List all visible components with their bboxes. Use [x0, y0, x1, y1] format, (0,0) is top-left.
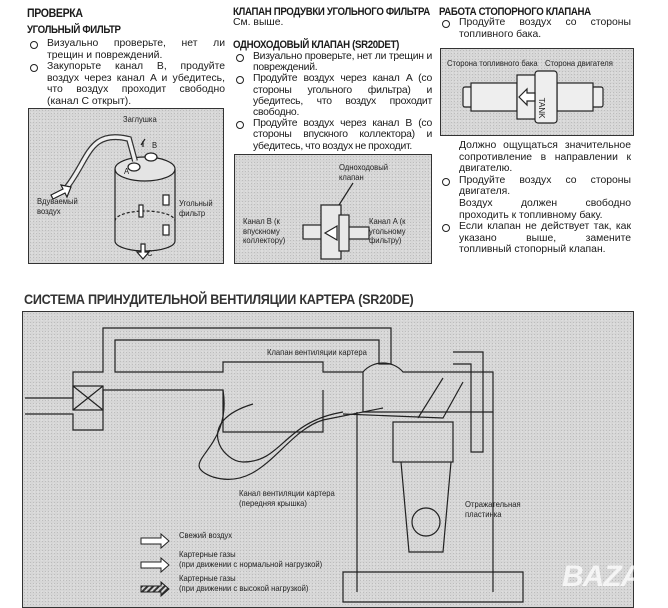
label-b: B [152, 140, 158, 150]
legend-blowby-normal-arrow [140, 556, 170, 574]
label-pcv-valve: Клапан вентиляции картера [267, 347, 367, 357]
section-title-pcv: СИСТЕМА ПРИНУДИТЕЛЬНОЙ ВЕНТИЛЯЦИИ КАРТЕР… [24, 291, 414, 307]
heading-purge-valve: КЛАПАН ПРОДУВКИ УГОЛЬНОГО ФИЛЬТРА [233, 6, 430, 18]
bullet-item: Продуйте воздух через канал B (со сторон… [233, 118, 432, 152]
legend-fresh-air: Свежий воздух [179, 530, 233, 540]
label-vent-channel: Канал вентиляции картера [239, 488, 335, 498]
label-channel-a: Канал A (к угольному фильтру) [369, 216, 406, 245]
bullet-item: Продуйте воздух через канал A (со сторон… [233, 73, 432, 118]
col1-bullets: Визуально проверьте, нет ли трещин и пов… [27, 38, 225, 108]
col3-notes: Должно ощущаться значительное сопротивле… [439, 140, 631, 256]
watermark-logo: BAZAR [562, 560, 663, 593]
col2-bullets: Визуально проверьте, нет ли трещин и пов… [233, 51, 432, 152]
note-free-flow: Воздух должен свободно проходить к топли… [459, 197, 631, 221]
label-baffle: Отражательная пластинка [465, 499, 521, 519]
legend-blowby-high: Картерные газы [179, 573, 236, 583]
label-a: A [124, 166, 130, 176]
label-blown-air: Вдуваемый воздух [37, 196, 78, 216]
check-valve-drawing [462, 70, 604, 124]
note-resistance: Должно ощущаться значительное сопротивле… [459, 140, 631, 175]
label-plug: Заглушка [123, 114, 157, 124]
bullet-item: Продуйте воздух со стороны двигателя. [439, 175, 631, 198]
bullet-item: Если клапан не действует так, как указан… [439, 221, 631, 256]
legend-blowby-high-arrow [140, 580, 170, 598]
heading-carbon-filter: УГОЛЬНЫЙ ФИЛЬТР [27, 24, 121, 36]
bullet-item: Закупорьте канал B, продуйте воздух чере… [27, 61, 225, 107]
label-channel-b: Канал B (к впускному коллектору) [243, 216, 286, 245]
col3-bullet-1-wrap: Продуйте воздух со стороны топливного ба… [439, 17, 631, 40]
bullet-item: Продуйте воздух со стороны топливного ба… [439, 17, 631, 40]
check-valve-figure: Сторона топливного бака Сторона двигател… [440, 48, 634, 136]
heading-one-way-valve: ОДНОХОДОВЫЙ КЛАПАН (SR20DET) [233, 39, 399, 51]
label-vent-channel-sub: (передняя крышка) [239, 498, 307, 508]
legend-blowby-normal: Картерные газы [179, 549, 236, 559]
label-one-way-valve: Одноходовый клапан [339, 162, 389, 182]
heading-check-valve: РАБОТА СТОПОРНОГО КЛАПАНА [439, 6, 591, 18]
legend-blowby-normal-sub: (при движении с нормальной нагрузкой) [179, 559, 323, 569]
section-title-check: ПРОВЕРКА [27, 6, 83, 20]
label-c: C [147, 248, 153, 258]
bullet-item: Визуально проверьте, нет ли трещин и пов… [27, 38, 225, 61]
pcv-diagram: Клапан вентиляции картера Канал вентиляц… [22, 311, 634, 608]
carbon-filter-figure: Заглушка B A C Вдуваемый воздух Угольный… [28, 108, 224, 264]
label-tank: TANK [536, 97, 546, 119]
one-way-valve-figure: Одноходовый клапан Канал B (к впускному … [234, 154, 432, 264]
legend-fresh-air-arrow [140, 532, 170, 550]
bullet-item: Визуально проверьте, нет ли трещин и пов… [233, 51, 432, 73]
carbon-filter-drawing [50, 134, 176, 260]
label-carbon-filter: Угольный фильтр [179, 198, 213, 218]
label-tank-side: Сторона топливного бака [447, 58, 538, 68]
label-engine-side: Сторона двигателя [545, 58, 613, 68]
legend-blowby-high-sub: (при движении с высокой нагрузкой) [179, 583, 309, 593]
see-above-text: См. выше. [233, 17, 284, 28]
one-way-valve-drawing [302, 182, 370, 260]
